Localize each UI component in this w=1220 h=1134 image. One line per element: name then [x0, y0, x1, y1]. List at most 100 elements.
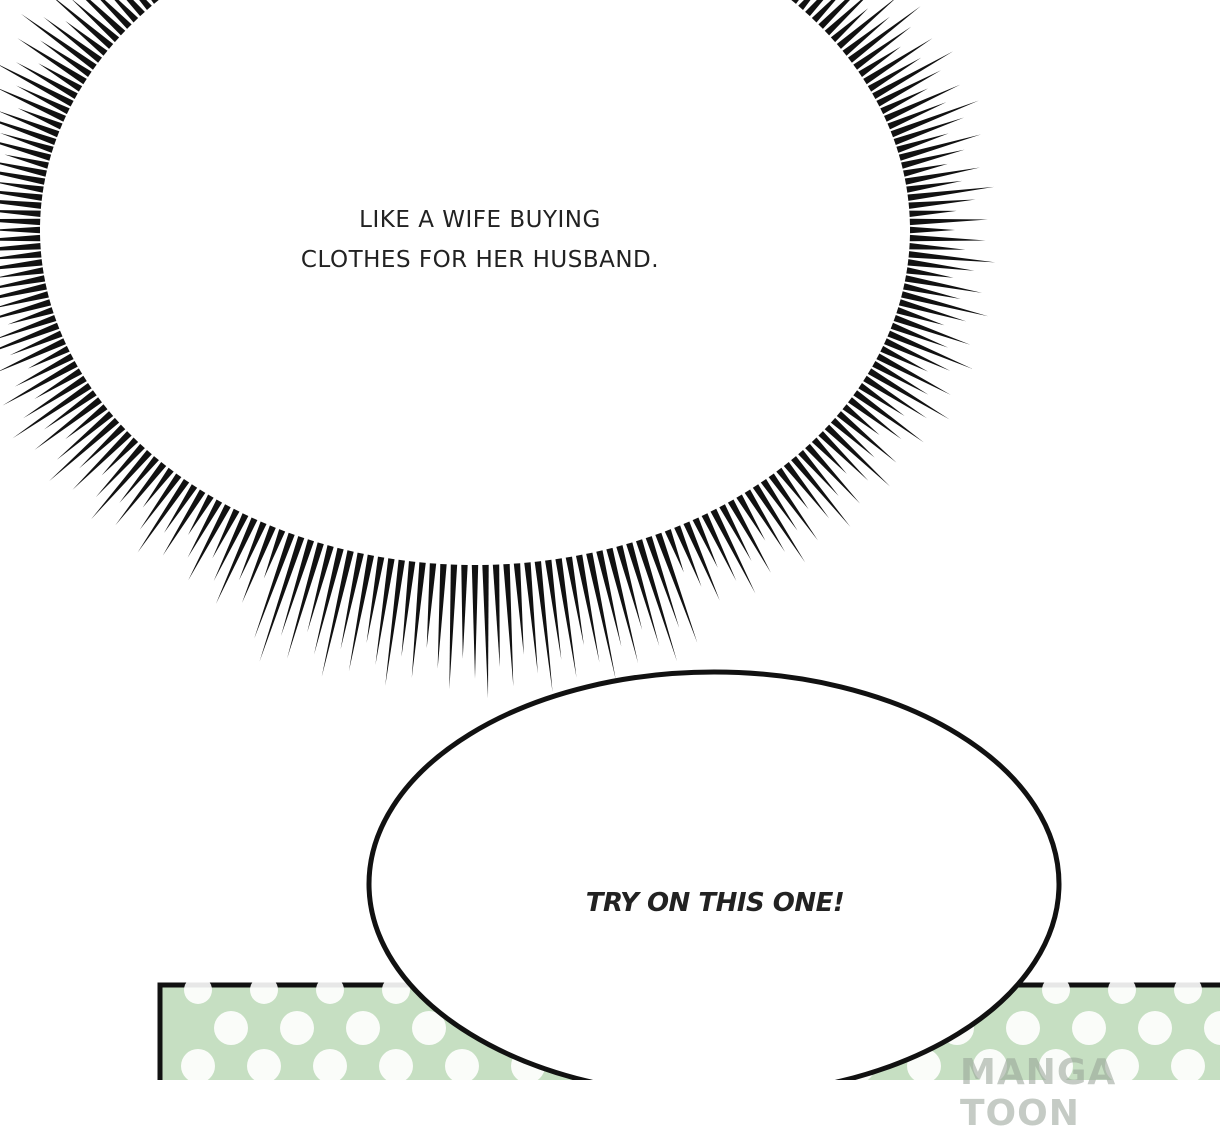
- burst-spike: [212, 508, 240, 559]
- watermark: MANGA TOON: [960, 1052, 1117, 1134]
- burst-spike: [906, 267, 954, 278]
- polka-dot: [280, 1011, 314, 1045]
- burst-spike: [215, 517, 258, 604]
- burst-spike: [898, 299, 967, 322]
- burst-spike: [898, 134, 982, 161]
- burst-spike: [72, 0, 120, 43]
- polka-dot: [1174, 976, 1202, 1004]
- burst-spike: [890, 322, 949, 348]
- burst-spike: [65, 20, 108, 56]
- burst-spike: [0, 314, 57, 338]
- polka-dot: [346, 1011, 380, 1045]
- speech-bubble: [366, 669, 1062, 1080]
- burst-spike: [314, 547, 344, 655]
- burst-spike: [768, 473, 818, 541]
- burst-spike: [719, 504, 752, 561]
- burst-spike: [683, 521, 720, 601]
- burst-spike: [524, 562, 538, 674]
- burst-spike: [635, 539, 677, 662]
- burst-spike: [645, 536, 680, 629]
- burst-spike: [280, 539, 315, 637]
- burst-spike: [893, 117, 965, 146]
- burst-spike: [896, 133, 949, 153]
- burst-spike: [100, 0, 132, 29]
- burst-spike: [162, 489, 206, 556]
- burst-spike: [0, 171, 46, 185]
- burst-spike: [836, 411, 897, 463]
- burst-spike: [858, 383, 905, 416]
- polka-dot: [1042, 976, 1070, 1004]
- burst-spike: [9, 330, 63, 356]
- burst-spike: [842, 16, 890, 56]
- burst-spike: [0, 234, 41, 242]
- polka-dot: [973, 1049, 1007, 1080]
- burst-spike: [876, 353, 951, 395]
- burst-spike: [2, 361, 78, 406]
- burst-spike: [858, 46, 901, 77]
- burst-spike: [880, 345, 929, 372]
- burst-spike: [0, 226, 40, 234]
- burst-spike: [137, 478, 190, 553]
- burst-spike: [853, 26, 912, 70]
- burst-spike: [461, 564, 468, 659]
- burst-spike: [91, 450, 152, 520]
- polka-dot: [412, 1011, 446, 1045]
- burst-spike: [0, 267, 44, 278]
- burst-spike: [818, 431, 869, 481]
- burst-spike: [545, 559, 562, 660]
- burst-spike: [890, 100, 979, 138]
- burst-spike: [401, 561, 416, 657]
- polka-dot: [316, 976, 344, 1004]
- burst-spike: [0, 182, 44, 193]
- burst-spike: [811, 437, 847, 474]
- burst-spike: [20, 13, 97, 70]
- burst-spike: [818, 0, 850, 29]
- burst-spike: [805, 443, 861, 504]
- burst-spike: [798, 450, 839, 497]
- burst-spike: [0, 242, 41, 251]
- burst-spike: [142, 467, 174, 508]
- burst-spike: [0, 191, 43, 201]
- burst-spike: [0, 259, 43, 270]
- burst-spike: [909, 210, 957, 218]
- burst-spike: [151, 0, 159, 4]
- burst-spike: [565, 556, 584, 646]
- burst-spike: [910, 226, 955, 234]
- burst-spike: [340, 552, 364, 650]
- burst-spike: [101, 437, 139, 476]
- polka-dot: [1039, 1049, 1073, 1080]
- burst-spike: [254, 532, 295, 639]
- burst-spike: [893, 314, 971, 345]
- burst-spike: [17, 108, 63, 130]
- burst-spike: [908, 199, 976, 209]
- burst-spike: [867, 57, 922, 92]
- burst-spike: [114, 0, 139, 23]
- burst-spike: [0, 162, 47, 177]
- burst-spike: [692, 517, 718, 568]
- burst-spike: [23, 375, 87, 419]
- burst-spike: [853, 390, 924, 443]
- polka-dot: [1204, 1011, 1220, 1045]
- burst-spike: [241, 525, 276, 604]
- burst-spike: [72, 431, 132, 490]
- burst-spike: [12, 383, 92, 439]
- polka-dot: [1171, 1049, 1205, 1080]
- burst-spike: [0, 283, 47, 299]
- burst-spike: [366, 556, 385, 644]
- burst-spike: [0, 200, 42, 209]
- burst-spike: [437, 563, 447, 669]
- burst-spike: [0, 322, 60, 350]
- burst-spike: [426, 563, 437, 649]
- burst-spike: [887, 330, 973, 369]
- burst-spike: [655, 532, 698, 643]
- burst-spike: [15, 62, 78, 99]
- burst-spike: [896, 307, 945, 326]
- burst-spike: [471, 565, 479, 679]
- burst-spike: [824, 424, 891, 487]
- burst-spike: [908, 251, 996, 263]
- burst-spike: [79, 424, 126, 469]
- burst-spike: [263, 529, 286, 579]
- burst-spike: [0, 299, 52, 318]
- burst-spike: [872, 361, 929, 395]
- burst-spike: [586, 552, 616, 680]
